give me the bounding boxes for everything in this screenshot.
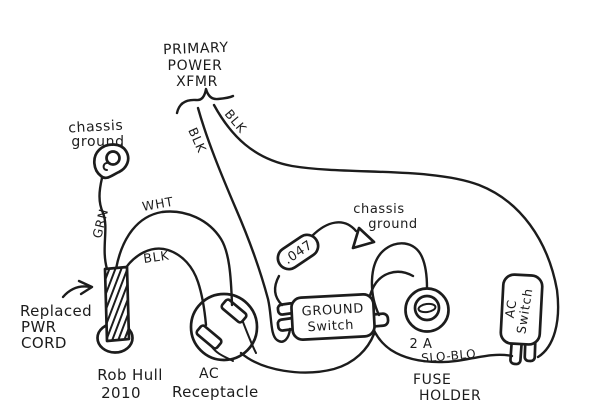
ac-switch-label-line2: Switch: [513, 287, 535, 335]
ac-receptacle-label-line2: Receptacle: [172, 383, 259, 401]
ac-switch-label: AC Switch: [502, 287, 536, 335]
xfmr-label-line1: PRIMARY: [163, 40, 229, 58]
replaced-cord-line3: CORD: [21, 334, 67, 352]
capacitor-047: [276, 233, 320, 271]
receptacle-body: [189, 292, 259, 362]
signature-line1: Rob Hull: [97, 366, 163, 384]
ground-switch: [276, 293, 390, 341]
lug-hole: [105, 150, 121, 166]
replaced-cord-arrow: [61, 279, 94, 299]
wire-label-blk-cord: BLK: [142, 247, 170, 265]
wire-label-grn: GRN: [89, 207, 111, 240]
wire-label-wht: WHT: [141, 194, 175, 214]
ac-switch-label-line1: AC: [502, 298, 520, 319]
fuse-holder-ring: [404, 287, 450, 333]
wire-fuse-to-acswitch-path: [367, 270, 514, 364]
chassis-ground-right-line1: chassis: [353, 202, 404, 217]
arrow-shaft: [61, 285, 92, 299]
capacitor-body: [276, 233, 320, 271]
wire-blk-xfmr-right-path: [212, 103, 560, 359]
wire-grn-path: [98, 176, 109, 271]
fuse-holder: [404, 287, 450, 333]
wire-blk-cord-path: [121, 247, 208, 327]
cord-jacket: [103, 265, 131, 343]
wire-blk-xfmr-left-path: [196, 106, 292, 343]
chassis-ground-arrowhead: [351, 226, 376, 250]
receptacle-slot-upper: [220, 298, 248, 324]
fuse-cap: [413, 294, 441, 322]
ground-switch-body: [290, 293, 376, 341]
lug-crimp-mark: [102, 162, 108, 171]
ac-switch-body: [499, 273, 544, 346]
xfmr-brace: [175, 87, 235, 115]
wires: [98, 103, 560, 374]
ground-switch-label-line2: Switch: [307, 318, 354, 335]
chassis-ground-left-line1: chassis: [68, 118, 124, 137]
fuse-rating-line1: 2 A: [409, 337, 432, 352]
text-labels: PRIMARY POWER XFMR chassis ground GRN WH…: [20, 40, 535, 404]
xfmr-label-line3: XFMR: [176, 74, 218, 90]
ac-switch: [499, 273, 544, 366]
chassis-ground-left-line2: ground: [71, 134, 124, 150]
replaced-cord-line1: Replaced: [20, 302, 92, 320]
fuse-holder-label-line1: FUSE: [413, 372, 451, 388]
fuse-holder-label-line2: HOLDER: [419, 388, 481, 404]
wire-slot-stub-upper: [242, 321, 257, 354]
xfmr-label-line2: POWER: [168, 58, 223, 74]
wire-label-blk-xfmr-right: BLK: [222, 106, 250, 136]
receptacle-slot-lower: [195, 324, 223, 350]
wire-receptacle-sweep-path: [239, 332, 376, 374]
fuse-rating-line2: SLO-BLO: [421, 347, 477, 366]
signature-line2: 2010: [101, 384, 141, 402]
wire-wht-path: [114, 210, 234, 307]
replaced-cord-line2: PWR: [21, 318, 57, 336]
fuse-cap-slot: [417, 302, 437, 314]
ac-receptacle: [189, 292, 259, 362]
wire-cap-upper-lead: [310, 221, 358, 238]
wire-switch-to-fuse-path: [370, 242, 429, 317]
ac-receptacle-label-line1: AC: [199, 366, 219, 382]
power-cord: [96, 265, 134, 354]
arrow-head: [77, 279, 94, 296]
wire-cap-lower-lead: [274, 274, 284, 307]
chassis-ground-right-line2: ground: [368, 217, 418, 232]
chassis-ground-lug: [93, 143, 130, 180]
ground-switch-label-line1: GROUND: [301, 301, 364, 319]
lug-body: [93, 143, 130, 180]
cord-hatching: [105, 267, 129, 341]
